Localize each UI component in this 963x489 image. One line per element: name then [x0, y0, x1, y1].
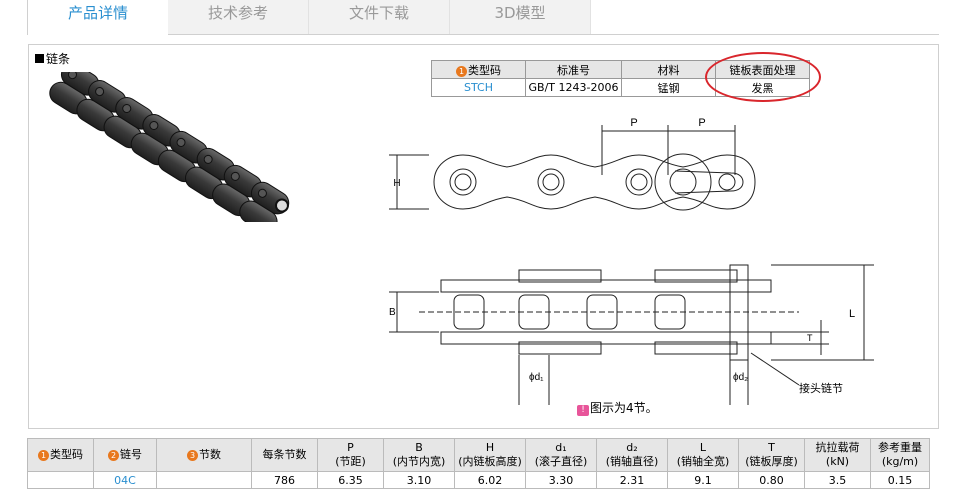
header-text: 节数	[199, 448, 221, 461]
header-p: P(节距)	[317, 438, 384, 472]
badge-2-icon: 2	[108, 450, 119, 461]
header-l: L(销轴全宽)	[667, 438, 739, 472]
spec-header-material: 材料	[621, 60, 716, 79]
dim-label-d2: ϕd₂	[733, 372, 748, 383]
dim-label-t: T	[807, 333, 813, 343]
header-text: 链号	[120, 448, 142, 461]
cell-d1: 3.30	[525, 471, 597, 489]
header-text: 参考重量	[878, 441, 922, 454]
tab-3d-model[interactable]: 3D模型	[450, 0, 591, 34]
header-sub: (内链板高度)	[458, 455, 522, 468]
dim-label-l: L	[849, 308, 855, 320]
header-sub: (销轴全宽)	[676, 455, 730, 468]
spec-header-standard: 标准号	[525, 60, 622, 79]
cell-links-per-chain: 786	[251, 471, 318, 489]
cell-p: 6.35	[317, 471, 384, 489]
cell-d2: 2.31	[596, 471, 668, 489]
highlight-circle	[705, 52, 821, 102]
spec-cell-standard: GB/T 1243-2006	[525, 78, 622, 97]
chain-photo	[49, 72, 294, 222]
header-sub: (kN)	[825, 455, 850, 468]
tab-bar: 产品详情 技术参考 文件下载 3D模型	[27, 0, 939, 35]
header-weight: 参考重量(kg/m)	[870, 438, 930, 472]
header-tensile-load: 抗拉载荷(kN)	[804, 438, 871, 472]
header-b: B(内节内宽)	[383, 438, 455, 472]
note-badge-icon: !	[577, 405, 589, 416]
header-text: d₂	[626, 441, 638, 454]
header-sub: (链板厚度)	[745, 455, 798, 468]
cell-chain-no[interactable]: 04C	[93, 471, 157, 489]
header-t: T(链板厚度)	[738, 438, 805, 472]
header-sub: (内节内宽)	[392, 455, 446, 468]
header-links-per-chain: 每条节数	[251, 438, 318, 472]
header-sub: (节距)	[335, 455, 366, 468]
dim-label-p2: P	[698, 117, 705, 129]
header-sub: (销轴直径)	[605, 455, 659, 468]
header-text: P	[347, 441, 354, 454]
badge-3-icon: 3	[187, 450, 198, 461]
cell-type-code	[27, 471, 94, 489]
dim-label-p1: P	[630, 117, 637, 129]
header-sub: (滚子直径)	[534, 455, 588, 468]
header-text: 抗拉载荷	[815, 441, 860, 454]
spec-cell-type-code: STCH	[431, 78, 526, 97]
chain-drawing: H P P B L T ϕd₁ ϕd₂ 接头链节	[389, 117, 874, 405]
joint-link-label: 接头链节	[799, 381, 843, 395]
dim-label-d1: ϕd₁	[529, 372, 544, 383]
table-row: 04C 786 6.35 3.10 6.02 3.30 2.31 9.1 0.8…	[27, 471, 930, 489]
header-text: T	[768, 441, 775, 454]
cell-h: 6.02	[454, 471, 526, 489]
cell-tensile-load: 3.5	[804, 471, 871, 489]
spec-cell-material: 锰钢	[621, 78, 716, 97]
header-text: d₁	[555, 441, 567, 454]
product-title: 链条	[35, 50, 70, 67]
header-sub: (kg/m)	[881, 455, 919, 468]
header-text: B	[415, 441, 423, 454]
header-d1: d₁(滚子直径)	[525, 438, 597, 472]
header-text: 类型码	[50, 448, 83, 461]
cell-b: 3.10	[383, 471, 455, 489]
badge-1-icon: 1	[456, 65, 467, 77]
tab-technical-reference[interactable]: 技术参考	[168, 0, 309, 34]
header-d2: d₂(销轴直径)	[596, 438, 668, 472]
cell-t: 0.80	[738, 471, 805, 489]
header-text: H	[485, 441, 495, 454]
tab-product-details[interactable]: 产品详情	[27, 0, 169, 35]
dim-label-b: B	[389, 307, 396, 318]
figure-note: !图示为4节。	[577, 399, 658, 416]
badge-1-icon: 1	[38, 450, 49, 461]
figure-note-text: 图示为4节。	[590, 401, 658, 415]
header-text: L	[699, 441, 707, 454]
cell-weight: 0.15	[870, 471, 930, 489]
header-h: H(内链板高度)	[454, 438, 526, 472]
cell-links	[156, 471, 252, 489]
spec-header-text: 类型码	[468, 63, 501, 77]
tab-file-download[interactable]: 文件下载	[309, 0, 450, 34]
dim-label-h: H	[393, 178, 400, 189]
cell-l: 9.1	[667, 471, 739, 489]
square-bullet-icon	[35, 54, 44, 63]
product-title-text: 链条	[46, 52, 71, 66]
